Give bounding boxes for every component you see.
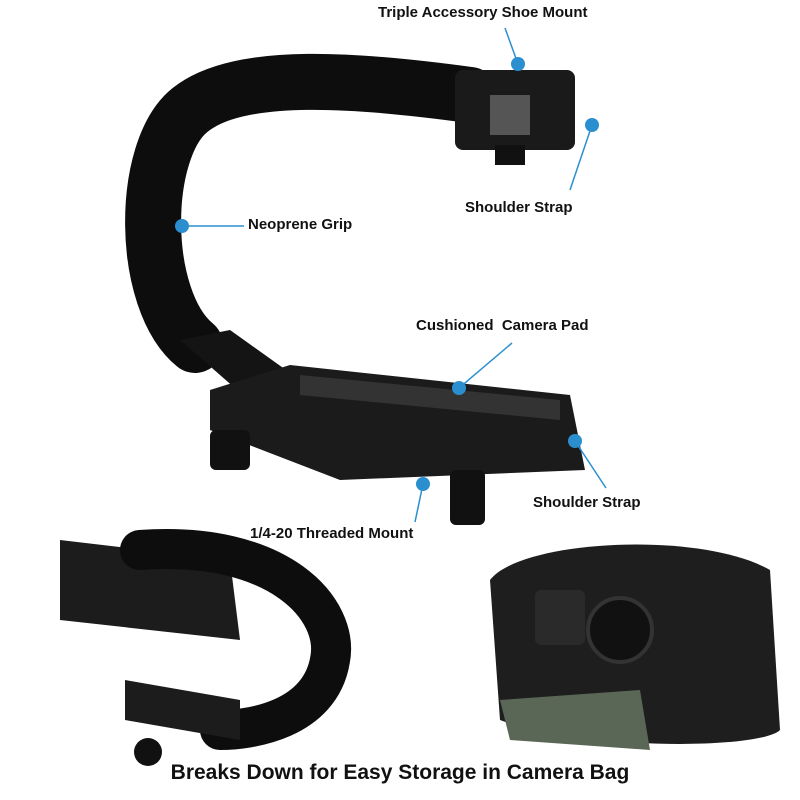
label-shoulder-strap-top: Shoulder Strap xyxy=(465,199,573,216)
callout-dot xyxy=(175,219,189,233)
label-shoulder-strap-bottom: Shoulder Strap xyxy=(533,494,641,511)
label-neoprene-grip: Neoprene Grip xyxy=(248,216,353,233)
callout-dot xyxy=(585,118,599,132)
caption: Breaks Down for Easy Storage in Camera B… xyxy=(170,761,630,784)
callout-dot xyxy=(511,57,525,71)
callout-dot xyxy=(568,434,582,448)
label-camera-pad: Cushioned Camera Pad xyxy=(416,317,589,334)
callout-dot xyxy=(452,381,466,395)
callout-dot xyxy=(416,477,430,491)
neoprene-grip xyxy=(125,53,498,373)
camera-pad-base xyxy=(210,365,585,480)
label-threaded-mount: 1/4-20 Threaded Mount xyxy=(250,525,414,542)
callout-dots xyxy=(175,57,599,491)
label-shoe-mount: Triple Accessory Shoe Mount xyxy=(378,4,588,21)
